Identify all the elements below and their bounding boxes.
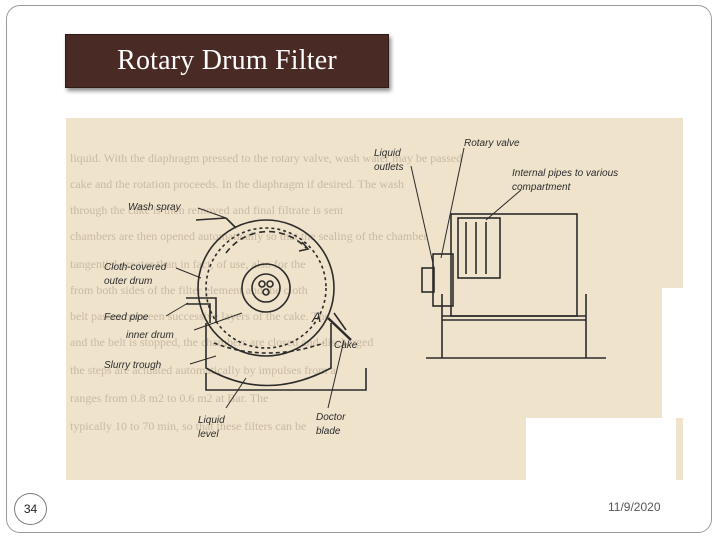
frame-rail: [442, 315, 586, 321]
label-outer-drum: outer drum: [104, 276, 152, 287]
drum-body-side: [450, 213, 578, 317]
label-slurry-trough: Slurry trough: [104, 360, 162, 371]
bg-line: typically 10 to 70 min, so that these fi…: [70, 419, 306, 433]
stand-legs: [441, 294, 587, 358]
bg-line: tangential greater than in fact, of use,…: [70, 257, 306, 271]
feed-pipe-line: [186, 297, 217, 323]
internal-pipes-box: [457, 217, 501, 279]
rotation-arrowhead: [298, 241, 310, 252]
leader-outer-drum: [175, 267, 202, 279]
label-doctor: Doctor: [316, 412, 346, 423]
hub-port: [258, 280, 266, 288]
bg-line: chambers are then opened automatically s…: [70, 229, 428, 243]
bg-line: liquid. With the diaphragm pressed to th…: [70, 151, 462, 165]
hub-port: [266, 280, 274, 288]
label-rotary-valve: Rotary valve: [464, 138, 520, 149]
slide-number: 34: [14, 493, 47, 525]
right-leaders: [410, 147, 522, 269]
cake-arrow: [333, 312, 347, 331]
liquid-level-line: [213, 342, 325, 354]
leader-slurry-trough: [189, 355, 217, 365]
slide-date: 11/9/2020: [608, 500, 661, 514]
leader-feed-pipe: [165, 302, 189, 317]
rotary-drum-filter-figure: liquid. With the diaphragm pressed to th…: [66, 118, 683, 480]
label-internal-pipes-2: compartment: [512, 182, 572, 193]
white-patch: [526, 418, 676, 480]
slide-title: Rotary Drum Filter: [117, 45, 337, 76]
bg-line: ranges from 0.8 m2 to 0.6 m2 at Bar. The: [70, 391, 268, 405]
bg-line: the steps are actuated automatically by …: [70, 363, 337, 377]
label-internal-pipes-1: Internal pipes to various: [512, 168, 618, 179]
left-leaders: [165, 207, 345, 409]
trough-base: [205, 368, 367, 391]
hub: [251, 273, 281, 303]
label-feed-pipe: Feed pipe: [104, 312, 149, 323]
rotary-valve-body: [432, 253, 454, 307]
leader-rotary-valve: [440, 147, 465, 259]
doctor-blade: [327, 317, 352, 341]
wash-spray-pipe: [195, 217, 227, 221]
label-level: level: [198, 429, 219, 440]
title-box: Rotary Drum Filter: [65, 34, 389, 88]
diagram-svg: liquid. With the diaphragm pressed to th…: [70, 138, 683, 480]
label-cake: Cake: [334, 340, 358, 351]
bg-line: and the belt is stopped, the chambers ar…: [70, 335, 373, 349]
white-patch: [662, 288, 683, 418]
side-view: [421, 213, 606, 359]
label-liquid-outlets-2: outlets: [374, 162, 403, 173]
diagram-labels: Wash spray Cloth-covered outer drum Feed…: [104, 138, 618, 440]
drum-section: [186, 217, 367, 391]
cloth-layer: [205, 227, 327, 349]
bg-line: from both sides of the filter element an…: [70, 283, 308, 297]
background-text: liquid. With the diaphragm pressed to th…: [70, 151, 462, 433]
label-inner-drum: inner drum: [126, 330, 174, 341]
label-blade: blade: [316, 426, 341, 437]
label-cloth-covered: Cloth-covered: [104, 262, 167, 273]
slurry-trough: [205, 323, 332, 387]
leader-liquid-outlets: [410, 165, 435, 269]
leader-doctor-blade: [327, 339, 345, 409]
label-a-mark: A: [311, 309, 321, 325]
internal-pipes: [465, 222, 487, 274]
hub-port: [262, 288, 270, 296]
feed-pipe-line: [186, 303, 211, 323]
label-liquid-outlets-1: Liquid: [374, 148, 401, 159]
bg-line: through the cake is then removed and fin…: [70, 203, 344, 217]
liquid-outlet-flange: [421, 267, 435, 293]
bg-line: cake and the rotation proceeds. In the d…: [70, 177, 404, 191]
label-liquid: Liquid: [198, 415, 225, 426]
outer-drum: [197, 219, 335, 357]
leader-inner-drum: [193, 312, 243, 331]
leader-wash-spray: [197, 207, 227, 219]
rotation-arrow: [225, 230, 307, 254]
leader-internal-pipes: [485, 189, 522, 221]
leader-liquid-level: [225, 377, 247, 409]
label-wash-spray: Wash spray: [128, 202, 182, 213]
inner-drum: [241, 263, 291, 313]
wash-spray-nozzle: [225, 217, 237, 229]
